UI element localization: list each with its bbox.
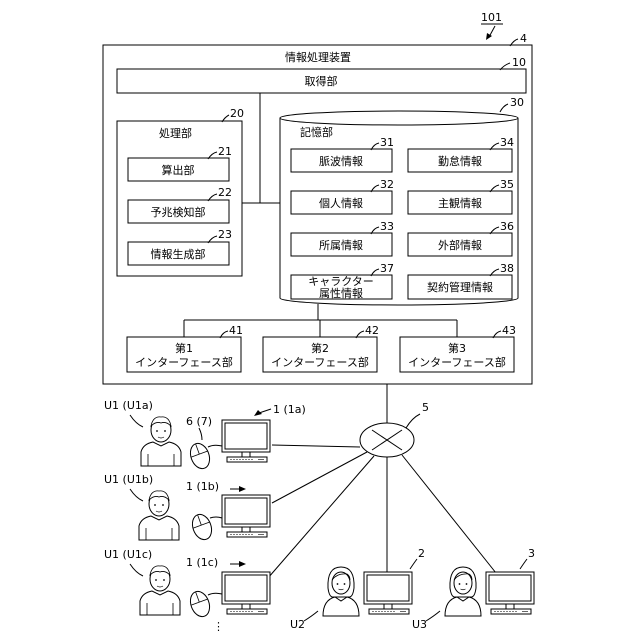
processing-ref: 20 — [230, 107, 244, 120]
acquisition-ref: 10 — [512, 56, 526, 69]
terminal-1b-icon — [222, 495, 270, 537]
subjective-label: 主観情報 — [438, 196, 482, 210]
continuation-dots: ⋮ — [213, 620, 224, 633]
device-ref: 4 — [520, 32, 527, 45]
calculation-label: 算出部 — [162, 163, 195, 177]
terminal-3-icon — [486, 572, 534, 614]
second-interface-ref: 42 — [365, 324, 379, 337]
terminal-2-icon — [364, 572, 412, 614]
affiliation-ref: 33 — [380, 220, 394, 233]
second-interface-line1: 第2 — [311, 341, 329, 355]
user-u1b-label: U1 (U1b) — [104, 473, 153, 486]
user-u2-person-icon — [323, 567, 359, 616]
sign-detection-ref: 22 — [218, 186, 232, 199]
terminal-3-ref: 3 — [528, 547, 535, 560]
external-label: 外部情報 — [438, 238, 482, 252]
first-interface-line2: インターフェース部 — [135, 355, 233, 369]
user-u3-person-icon — [445, 567, 481, 616]
second-interface-line2: インターフェース部 — [271, 355, 369, 369]
terminal-1c-icon — [222, 572, 270, 614]
user-u1a-person-icon — [141, 417, 181, 466]
attendance-label: 勤怠情報 — [438, 154, 482, 168]
calculation-ref: 21 — [218, 145, 232, 158]
third-interface-line1: 第3 — [448, 341, 466, 355]
user-u1a-label: U1 (U1a) — [104, 399, 153, 412]
external-ref: 36 — [500, 220, 514, 233]
personal-ref: 32 — [380, 178, 394, 191]
mouse-icon-1c — [187, 589, 213, 620]
information-generation-label: 情報生成部 — [151, 247, 206, 261]
first-interface-ref: 41 — [229, 324, 243, 337]
personal-label: 個人情報 — [319, 197, 363, 210]
user-u1b-person-icon — [139, 491, 179, 540]
pulse-wave-label: 脈波情報 — [319, 154, 363, 168]
third-interface-ref: 43 — [502, 324, 516, 337]
mouse-icon-1a — [187, 441, 213, 472]
first-interface-line1: 第1 — [175, 341, 193, 355]
attendance-ref: 34 — [500, 136, 514, 149]
mouse-icon-1b — [189, 512, 215, 543]
character-attribute-label-2: 属性情報 — [319, 286, 363, 300]
acquisition-label: 取得部 — [305, 74, 338, 88]
information-generation-ref: 23 — [218, 228, 232, 241]
subjective-ref: 35 — [500, 178, 514, 191]
terminal-2-ref: 2 — [418, 547, 425, 560]
user-u3-label: U3 — [412, 618, 427, 631]
user-u1c-person-icon — [140, 566, 180, 615]
network-ref: 5 — [422, 401, 429, 414]
character-attribute-ref: 37 — [380, 262, 394, 275]
terminal-1a-icon — [222, 420, 270, 462]
user-u2-label: U2 — [290, 618, 305, 631]
terminal-1a-ref: 1 (1a) — [273, 403, 306, 416]
device-title: 情報処理装置 — [285, 51, 351, 64]
processing-title: 処理部 — [159, 126, 192, 140]
user-u1c-label: U1 (U1c) — [104, 548, 152, 561]
affiliation-label: 所属情報 — [319, 239, 363, 252]
sign-detection-label: 予兆検知部 — [151, 205, 206, 219]
storage-ref: 30 — [510, 96, 524, 109]
pulse-wave-ref: 31 — [380, 136, 394, 149]
figure-ref: 101 — [481, 11, 502, 24]
input-device-ref: 6 (7) — [186, 415, 212, 428]
contract-management-label: 契約管理情報 — [427, 280, 493, 294]
contract-management-ref: 38 — [500, 262, 514, 275]
terminal-1b-ref: 1 (1b) — [186, 480, 219, 493]
third-interface-line2: インターフェース部 — [408, 355, 506, 369]
terminal-1c-ref: 1 (1c) — [186, 556, 218, 569]
storage-title: 記憶部 — [300, 125, 333, 139]
